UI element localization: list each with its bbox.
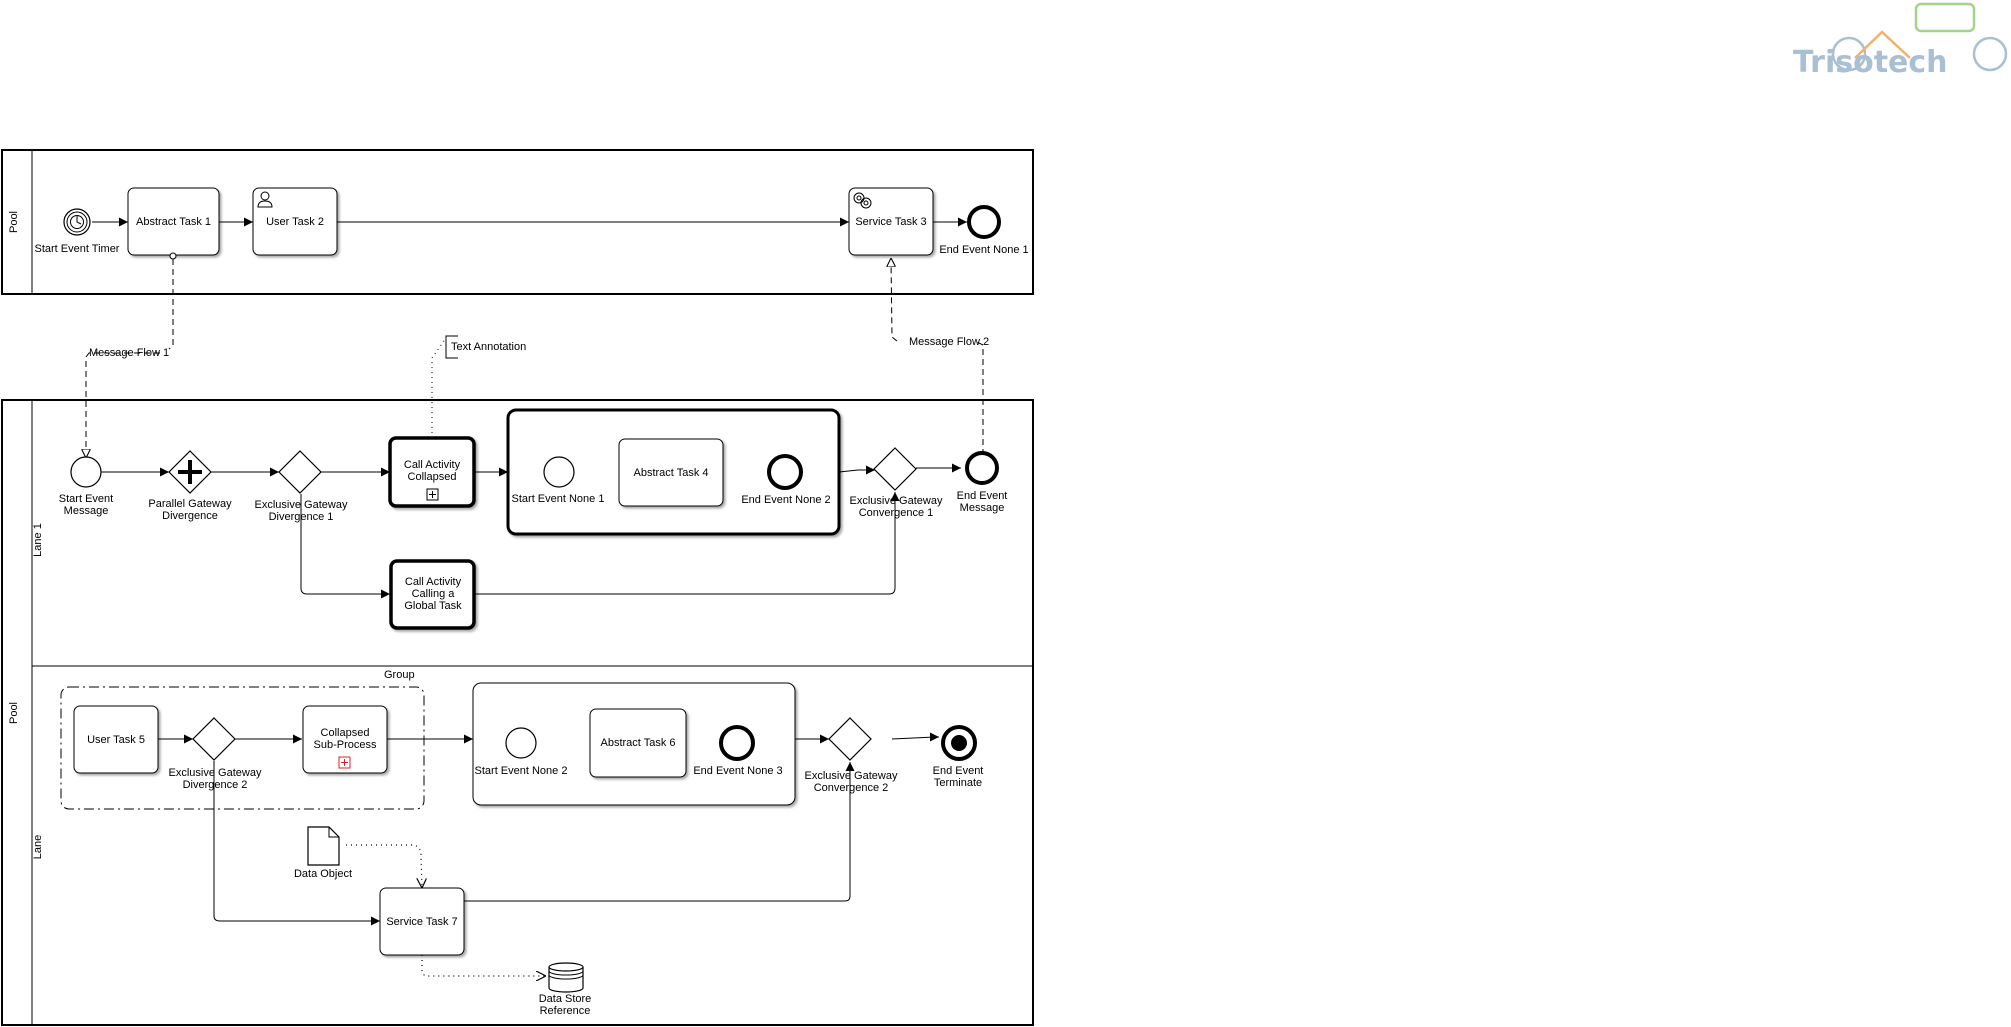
expand-marker-icon[interactable] — [338, 756, 351, 769]
lane-1-label: Lane 1 — [32, 523, 44, 557]
user-task-2-label: User Task 2 — [266, 216, 324, 228]
end-event-none-3-label: End Event None 3 — [693, 765, 782, 777]
service-task-7[interactable]: Service Task 7 — [379, 887, 465, 956]
abstract-task-6[interactable]: Abstract Task 6 — [589, 708, 687, 778]
abstract-task-1-label: Abstract Task 1 — [136, 216, 211, 228]
start-event-none-2-label: Start Event None 2 — [475, 765, 568, 777]
trisotech-logo: Trisotech — [1793, 2, 2008, 80]
data-object[interactable]: Data Object — [294, 826, 352, 880]
data-association-1 — [346, 844, 422, 888]
user-task-2[interactable]: User Task 2 — [252, 187, 338, 256]
svg-text:Trisotech: Trisotech — [1793, 45, 1948, 80]
abstract-task-6-label: Abstract Task 6 — [601, 737, 676, 749]
gear-icon — [853, 192, 872, 209]
start-event-timer-label: Start Event Timer — [35, 243, 120, 255]
message-flow-2-label: Message Flow 2 — [909, 336, 989, 348]
user-icon — [257, 191, 273, 208]
start-event-none-1[interactable]: Start Event None 1 — [512, 456, 605, 505]
end-event-none-1-label: End Event None 1 — [939, 244, 1028, 256]
end-event-none-1[interactable]: End Event None 1 — [939, 205, 1029, 256]
top-pool: Pool — [1, 149, 1034, 295]
end-event-none-3[interactable]: End Event None 3 — [693, 725, 783, 777]
end-event-none-2-label: End Event None 2 — [741, 494, 830, 506]
message-flow-1: Message Flow 1 — [86, 252, 177, 458]
start-event-timer[interactable]: Start Event Timer — [35, 208, 120, 255]
message-flow-2: Message Flow 2 — [891, 258, 989, 455]
abstract-task-4-label: Abstract Task 4 — [634, 467, 709, 479]
service-task-3[interactable]: Service Task 3 — [848, 187, 934, 256]
service-task-3-label: Service Task 3 — [855, 216, 926, 228]
bottom-pool-label: Pool — [8, 702, 20, 724]
text-annotation-label: Text Annotation — [451, 341, 526, 353]
service-task-7-label: Service Task 7 — [386, 916, 457, 928]
user-task-5-label: User Task 5 — [87, 734, 145, 746]
abstract-task-1[interactable]: Abstract Task 1 — [127, 187, 220, 256]
bottom-pool: Pool Lane 1 Lane — [1, 399, 1034, 1026]
group-label: Group — [384, 669, 415, 681]
message-flow-1-label: Message Flow 1 — [89, 347, 169, 359]
start-event-none-1-label: Start Event None 1 — [512, 493, 605, 505]
text-annotation: Text Annotation — [431, 335, 526, 443]
data-object-label: Data Object — [294, 868, 352, 880]
top-pool-label: Pool — [8, 211, 20, 233]
data-association-2 — [421, 955, 546, 976]
start-event-none-2[interactable]: Start Event None 2 — [475, 727, 568, 777]
lane-2-label: Lane — [32, 835, 44, 859]
user-task-5[interactable]: User Task 5 — [73, 705, 159, 774]
abstract-task-4[interactable]: Abstract Task 4 — [618, 438, 724, 507]
expand-marker-icon[interactable] — [426, 488, 439, 501]
end-event-none-2[interactable]: End Event None 2 — [741, 454, 831, 506]
group: Group — [60, 669, 425, 810]
